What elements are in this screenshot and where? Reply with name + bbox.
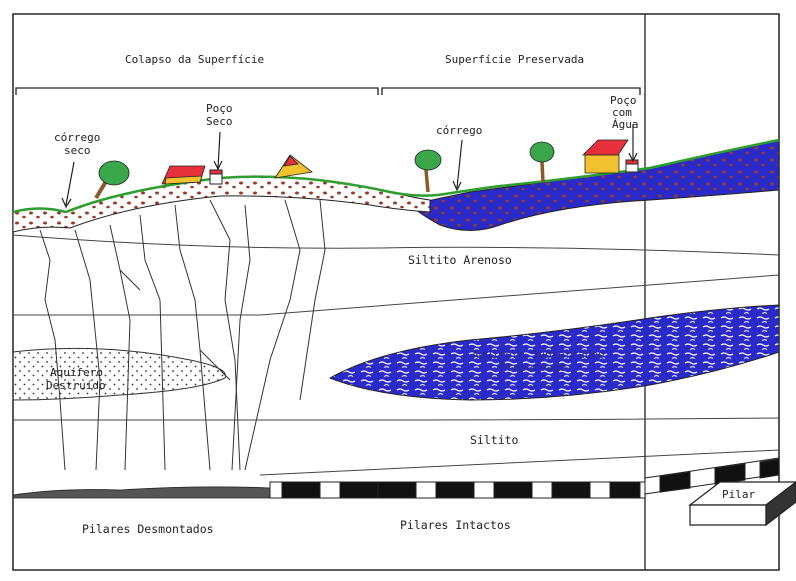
preserved-label: Superfície Preservada [445, 53, 584, 66]
destroyed-aquifer-label-1: Aquífero [50, 366, 103, 379]
dry-stream-label-2: seco [64, 144, 91, 157]
collapse-bracket [16, 88, 378, 95]
sandy-siltstone-label: Siltito Arenoso [408, 253, 512, 267]
tree-icon [415, 150, 441, 192]
house-icon [583, 140, 628, 173]
intact-pillars-label: Pilares Intactos [400, 518, 511, 532]
preserved-aquifer-label-2: Preservado [500, 361, 566, 374]
pillar-label: Pilar [722, 488, 755, 501]
tree-icon [530, 142, 554, 182]
dry-well-label-1: Poço [206, 102, 233, 115]
water-well-icon [626, 160, 638, 172]
dry-well-icon [210, 170, 222, 184]
intact-pillars [270, 458, 779, 498]
tree-icon [96, 161, 129, 198]
water-well-label-3: Água [612, 118, 639, 131]
strata-line-1 [13, 235, 779, 255]
dismantled-pillars-label: Pilares Desmontados [82, 522, 214, 536]
destroyed-aquifer [13, 348, 226, 400]
dry-well-label-2: Seco [206, 115, 233, 128]
stream-label: córrego [436, 124, 482, 137]
destroyed-aquifer-label-2: Destruído [46, 379, 106, 392]
preserved-aquifer-label-1: Aquífero Subterrâneo [472, 348, 604, 361]
house-icon [275, 155, 312, 178]
house-icon [162, 166, 205, 184]
collapsed-mine-rubble [13, 487, 270, 498]
strata-line-3 [13, 418, 779, 420]
collapse-label: Colapso da Superfície [125, 53, 264, 66]
preserved-bracket [382, 88, 640, 95]
siltstone-label: Siltito [470, 433, 519, 447]
dry-stream-label-1: córrego [54, 131, 100, 144]
